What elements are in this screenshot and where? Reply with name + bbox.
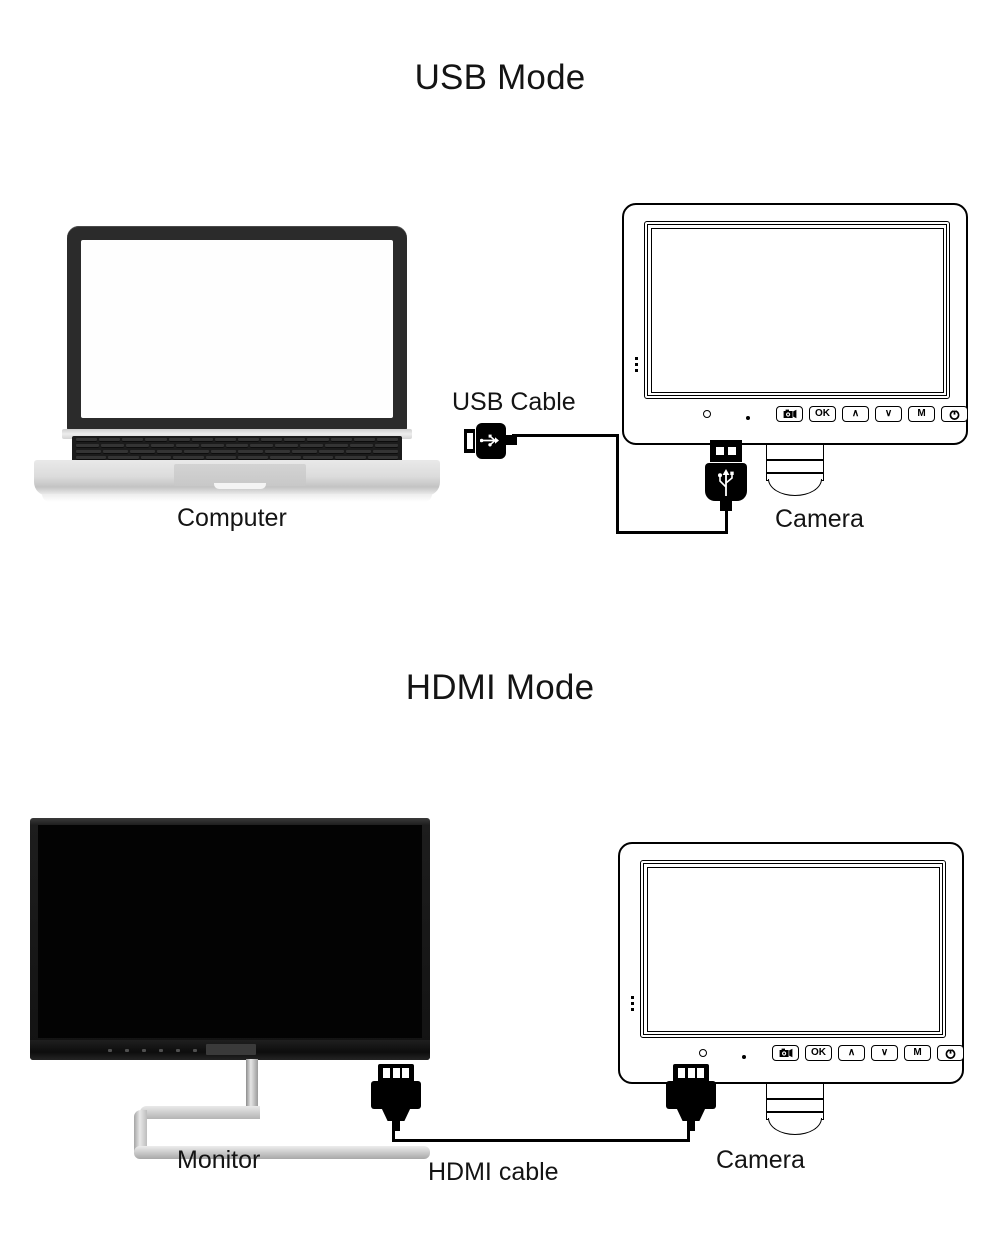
hdmi-plug-right [666,1064,716,1131]
usb-mode-title: USB Mode [414,58,586,97]
laptop-trackpad [174,464,306,486]
usb-wire-segment-2 [616,434,619,534]
usb-wire-segment-4 [725,498,728,534]
camera-side-vents [635,357,638,372]
photo-button[interactable] [776,406,803,422]
camera-label-hdmi: Camera [716,1146,805,1174]
camera-screen-frame [640,860,946,1038]
hdmi-wire-segment-2 [392,1139,690,1142]
up-button[interactable]: ∧ [842,406,869,422]
laptop-keyboard [72,436,402,462]
camera-monitor-body: OK ∧ ∨ M [618,842,964,1084]
monitor-stand-arm [140,1106,260,1119]
camera-button-row: OK ∧ ∨ M [772,1045,964,1061]
hdmi-wire-segment-3 [687,1118,690,1142]
photo-button[interactable] [772,1045,799,1061]
usb-a-plug-horizontal [464,420,517,462]
monitor-stand-base [134,1146,430,1159]
usb-wire-segment-3 [616,531,728,534]
usb-wire-segment-1 [512,434,619,437]
camera-indicator-led [699,1049,707,1057]
ok-button[interactable]: OK [805,1045,832,1061]
desktop-monitor-bezel [30,818,430,1060]
down-button[interactable]: ∨ [875,406,902,422]
hdmi-cable-label: HDMI cable [428,1158,559,1186]
camera-indicator-led [703,410,711,418]
menu-button[interactable]: M [904,1045,931,1061]
laptop-hinge [62,429,412,439]
down-button[interactable]: ∨ [871,1045,898,1061]
power-button[interactable] [941,406,968,422]
laptop-screen [81,240,393,418]
up-button[interactable]: ∧ [838,1045,865,1061]
camera-ir-sensor [746,416,750,420]
hdmi-wire-segment-1 [392,1118,395,1142]
hdmi-mode-title: HDMI Mode [405,668,595,707]
monitor-label: Monitor [177,1146,261,1174]
camera-label-usb: Camera [775,505,864,533]
ok-button[interactable]: OK [809,406,836,422]
menu-button[interactable]: M [908,406,935,422]
power-button[interactable] [937,1045,964,1061]
camera-ir-sensor [742,1055,746,1059]
camera-screen [646,866,940,1032]
desktop-monitor-screen [38,825,422,1038]
camera-side-vents [631,996,634,1011]
camera-screen [650,227,944,393]
camera-button-row: OK ∧ ∨ M [776,406,968,422]
laptop-lid-notch [214,483,266,489]
laptop-lid [67,226,407,431]
camera-lens-barrel [766,445,824,497]
usb-cable-label: USB Cable [452,388,576,416]
monitor-stand-neck [246,1059,258,1117]
laptop-foot [42,494,432,502]
camera-lens-barrel [766,1084,824,1136]
camera-monitor-body: OK ∧ ∨ M [622,203,968,445]
desktop-monitor-logo [206,1044,256,1055]
computer-label: Computer [177,504,287,532]
desktop-monitor-controls[interactable] [108,1049,197,1052]
hdmi-plug-left [371,1064,421,1131]
camera-screen-frame [644,221,950,399]
usb-a-plug-vertical [705,440,747,511]
